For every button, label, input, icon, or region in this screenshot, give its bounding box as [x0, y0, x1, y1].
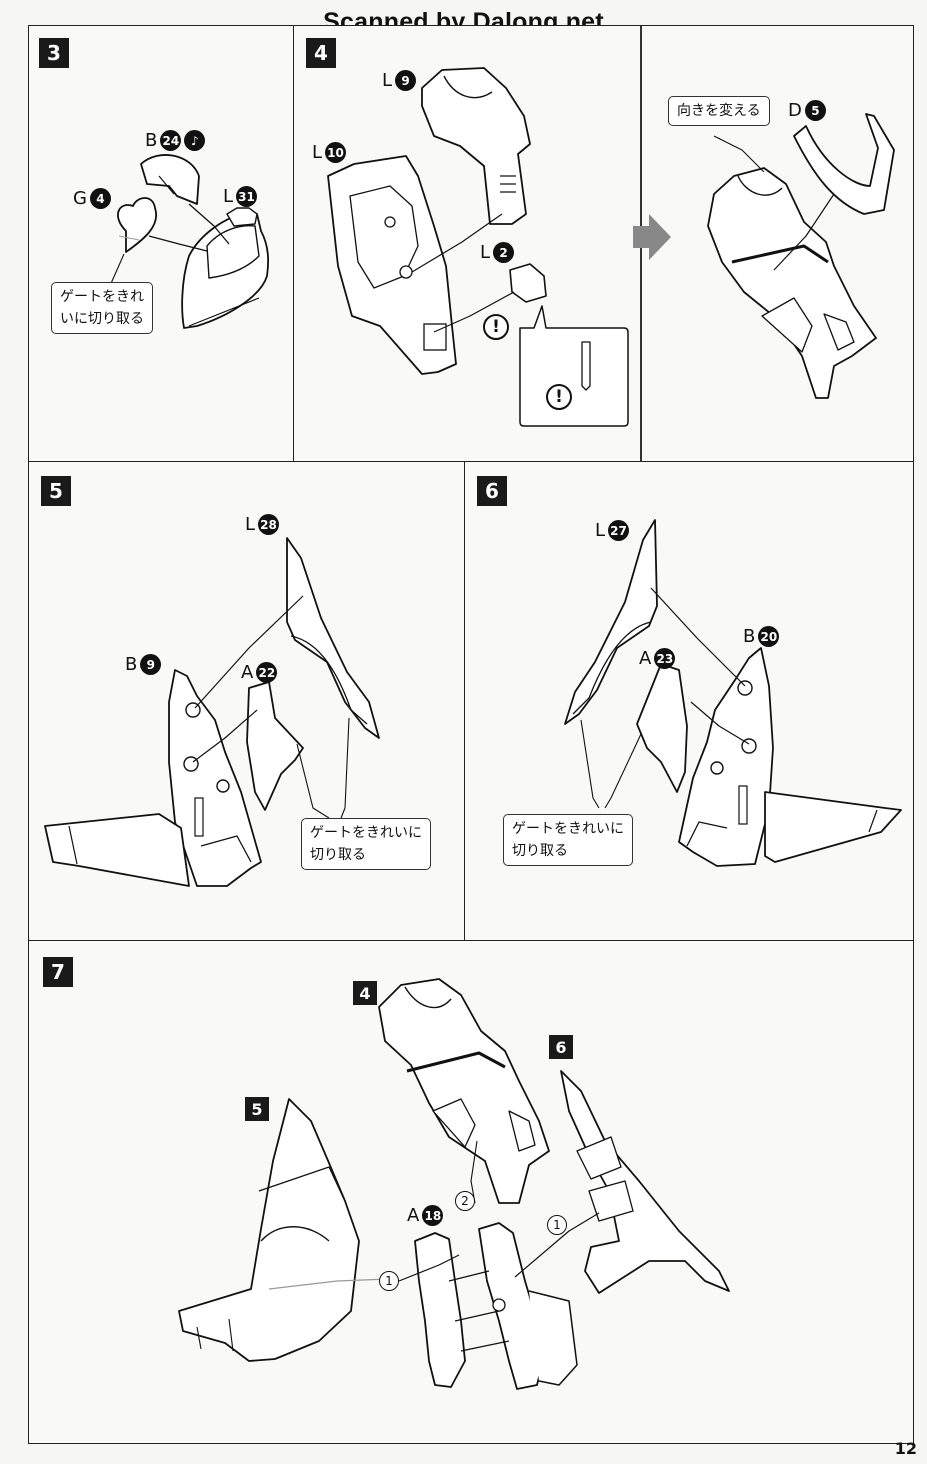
part-letter: L	[595, 520, 606, 541]
step-4-illustration	[327, 67, 895, 427]
gate-trim-note: ゲートをきれいに 切り取る	[503, 814, 633, 866]
order-number: 1	[547, 1215, 567, 1235]
part-number: 23	[654, 648, 676, 669]
part-label-l27: L 27	[595, 520, 630, 541]
step-5-illustration	[44, 537, 380, 887]
part-label-a22: A 22	[241, 662, 278, 683]
part-letter: L	[312, 142, 323, 163]
gate-trim-note: ゲートをきれいに 切り取る	[301, 818, 431, 870]
part-letter: A	[241, 662, 254, 683]
step-3-badge: 3	[39, 38, 69, 68]
part-number: 9	[140, 654, 162, 675]
subassembly-6-badge: 6	[549, 1035, 573, 1059]
step-5-badge: 5	[41, 476, 71, 506]
part-number: 24	[160, 130, 182, 151]
order-number: 1	[379, 1271, 399, 1291]
part-label-d5: D 5	[788, 100, 826, 121]
step-6-badge: 6	[477, 476, 507, 506]
part-label-b9: B 9	[125, 654, 162, 675]
warning-icon: !	[546, 384, 572, 410]
warning-icon: !	[483, 314, 509, 340]
part-number: 22	[256, 662, 278, 683]
step-3-panel: 3 B 24 ♪ G 4 L 31 ゲートをきれ いに切り取る	[28, 25, 294, 462]
part-number: 18	[422, 1205, 444, 1226]
part-letter: L	[223, 186, 234, 207]
part-letter: B	[125, 654, 138, 675]
step-3-illustration	[108, 154, 269, 329]
subassembly-5-badge: 5	[245, 1097, 269, 1121]
part-letter: B	[145, 130, 158, 151]
part-letter: B	[743, 626, 756, 647]
part-letter: L	[480, 242, 491, 263]
change-direction-note: 向きを変える	[668, 96, 770, 126]
part-number: 31	[236, 186, 258, 207]
part-label-a18: A 18	[407, 1205, 444, 1226]
part-label-l31: L 31	[223, 186, 258, 207]
part-letter: A	[639, 648, 652, 669]
part-label-l10: L 10	[312, 142, 347, 163]
part-number: 20	[758, 626, 780, 647]
gate-trim-note: ゲートをきれ いに切り取る	[51, 282, 153, 334]
order-number: 2	[455, 1191, 475, 1211]
part-label-l9: L 9	[382, 70, 417, 91]
part-letter: D	[788, 100, 802, 121]
part-label-g4: G 4	[73, 188, 111, 209]
part-number: 10	[325, 142, 347, 163]
part-label-l28: L 28	[245, 514, 280, 535]
part-label-b24: B 24 ♪	[145, 130, 206, 151]
step-7-badge: 7	[43, 957, 73, 987]
step-5-panel: 5 L 28 B 9 A 22 ゲートをきれいに 切り取る	[28, 461, 465, 941]
part-label-a23: A 23	[639, 648, 676, 669]
part-number: 5	[804, 100, 826, 121]
page-number: 12	[894, 1439, 917, 1458]
part-label-l2: L 2	[480, 242, 515, 263]
part-letter: G	[73, 188, 87, 209]
step-7-panel: 7	[28, 940, 914, 1444]
step-4-badge: 4	[306, 38, 336, 68]
part-number: 28	[258, 514, 280, 535]
part-letter: L	[382, 70, 393, 91]
part-number: 4	[89, 188, 111, 209]
gate-nub-icon: ♪	[184, 130, 206, 151]
order-mark: 1	[379, 1271, 399, 1291]
subassembly-4-badge: 4	[353, 981, 377, 1005]
order-mark: 2	[455, 1191, 475, 1211]
part-label-b20: B 20	[743, 626, 780, 647]
part-number: 9	[395, 70, 417, 91]
part-letter: A	[407, 1205, 420, 1226]
step-6-illustration	[564, 519, 902, 867]
step-6-panel: 6 L 27 B 20 A 23 ゲートをきれいに 切り取る	[464, 461, 914, 941]
order-mark: 1	[547, 1215, 567, 1235]
step-4-panel: 4 L 9 L 10 L	[293, 25, 914, 462]
step-7-illustration	[178, 978, 730, 1390]
part-number: 27	[608, 520, 630, 541]
part-number: 2	[493, 242, 515, 263]
part-letter: L	[245, 514, 256, 535]
